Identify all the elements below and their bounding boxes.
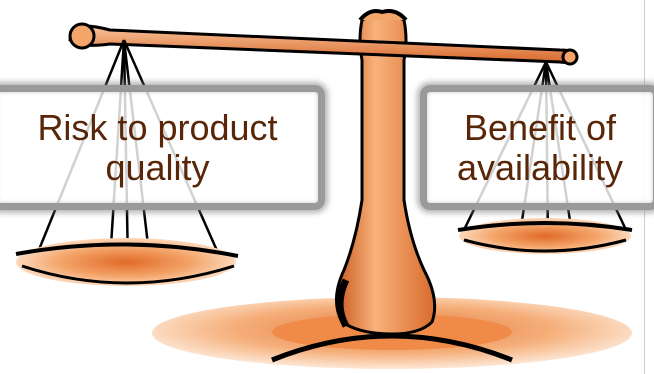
right-pan-rim	[457, 221, 633, 232]
benefit-label-box: Benefit of availability	[420, 85, 654, 210]
beam-right-end	[561, 48, 579, 66]
left-pan	[16, 238, 236, 286]
post-top-knob	[358, 9, 408, 22]
right-pan	[459, 218, 631, 254]
benefit-label-text: Benefit of availability	[456, 106, 624, 188]
post-shadow-stroke	[336, 278, 350, 328]
beam-left-end	[68, 22, 96, 50]
left-pan-bottom	[21, 264, 235, 285]
risk-label-text: Risk to product quality	[37, 106, 278, 188]
base-outline	[271, 333, 513, 363]
scale-beam	[68, 24, 578, 64]
risk-label-box: Risk to product quality	[0, 85, 325, 210]
left-pan-rim	[15, 242, 239, 258]
right-pan-bottom	[463, 238, 627, 253]
